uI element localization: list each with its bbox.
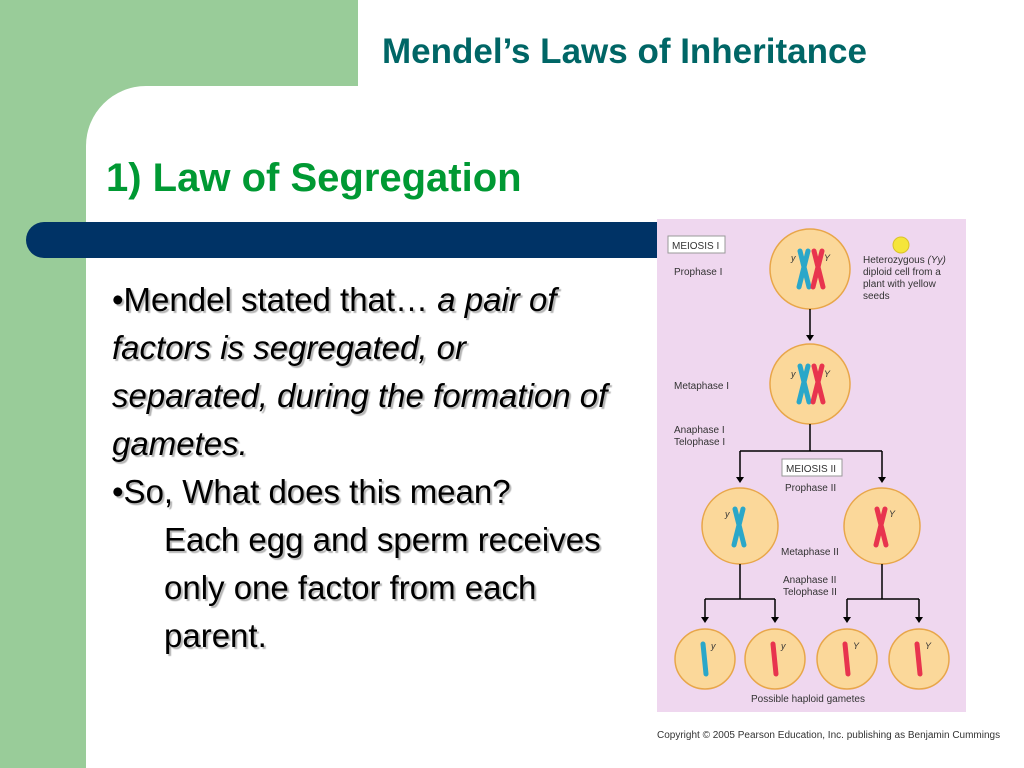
chromosome-red — [810, 363, 826, 405]
anaphase1-label: Anaphase I — [674, 425, 725, 436]
metaphase1-cell — [769, 343, 851, 425]
allele-y: y — [780, 641, 786, 651]
body-text: •Mendel stated that… a pair of factors i… — [112, 276, 612, 660]
bullet-meaning: •So, What does this mean? — [112, 473, 511, 510]
chromosome-blue — [700, 641, 709, 677]
allele-y: y — [710, 641, 716, 651]
meiosis2-label: MEIOSIS II — [786, 464, 836, 475]
chromosome-blue — [731, 506, 747, 548]
yellow-seed-icon — [892, 236, 910, 254]
chromosome-red — [873, 506, 889, 548]
copyright-text: Copyright © 2005 Pearson Education, Inc.… — [657, 730, 1001, 741]
prophase2-label: Prophase II — [785, 483, 836, 494]
chromosome-blue — [796, 248, 812, 290]
meaning-explanation: Each egg and sperm receives only one fac… — [164, 521, 601, 654]
meiosis1-box — [667, 235, 726, 254]
green-left-bar — [0, 0, 86, 768]
green-corner — [86, 86, 146, 146]
allele-Y: Y — [853, 641, 860, 651]
telophase2-label: Telophase II — [783, 587, 837, 598]
chromosome-red — [914, 641, 923, 677]
anaphase2-label: Anaphase II — [783, 575, 836, 586]
gametes-label: Possible haploid gametes — [751, 694, 865, 705]
meiosis2-box — [781, 458, 843, 477]
heterozygous-line3: plant with yellow — [863, 279, 937, 290]
heterozygous-text: Heterozygous — [863, 255, 927, 266]
metaphase2-label: Metaphase II — [781, 547, 839, 558]
allele-y: y — [724, 509, 730, 519]
meiosis-diagram: MEIOSIS I Prophase I y Y Heterozygous (Y… — [657, 219, 966, 712]
arrow-left-head — [736, 477, 744, 483]
bullet-mendel-lead: •Mendel stated that… — [112, 281, 438, 318]
heterozygous-line1: Heterozygous (Yy) — [863, 255, 946, 266]
meiosis1-label: MEIOSIS I — [672, 241, 719, 252]
arrow-right-head — [878, 477, 886, 483]
chromosome-red — [810, 248, 826, 290]
telophase1-label: Telophase I — [674, 437, 725, 448]
chromosome-red — [842, 641, 851, 677]
diploid-cell — [769, 228, 851, 310]
allele-Y: Y — [925, 641, 932, 651]
allele-Y: Y — [824, 253, 831, 263]
heterozygous-yy: (Yy) — [927, 255, 945, 266]
arrow-1-head — [806, 335, 814, 341]
bullet-mendel-italic: a pair of factors is segregated, or sepa… — [112, 281, 608, 462]
heterozygous-line4: seeds — [863, 291, 890, 302]
slide-subtitle: 1) Law of Segregation — [106, 156, 522, 200]
slide-title: Mendel’s Laws of Inheritance — [382, 32, 867, 71]
allele-Y: Y — [889, 509, 896, 519]
metaphase1-label: Metaphase I — [674, 381, 729, 392]
allele-y: y — [790, 369, 796, 379]
blue-divider-band — [26, 222, 726, 258]
chromosome-red — [770, 641, 779, 677]
allele-y: y — [790, 253, 796, 263]
chromosome-blue — [796, 363, 812, 405]
heterozygous-line2: diploid cell from a — [863, 267, 941, 278]
allele-Y: Y — [824, 369, 831, 379]
prophase1-label: Prophase I — [674, 267, 722, 278]
bullet-mendel: •Mendel stated that… a pair of factors i… — [112, 276, 612, 468]
